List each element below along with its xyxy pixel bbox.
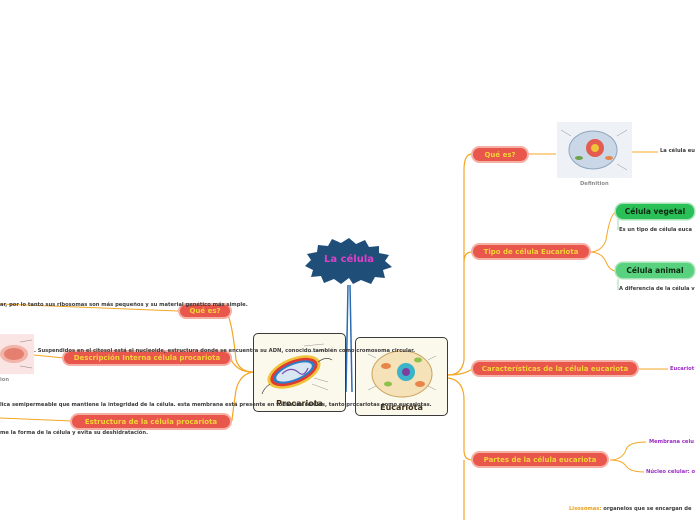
child-eucariota: Eucariot xyxy=(670,366,695,372)
note-que-es-eucariota: La célula eu xyxy=(660,148,695,154)
node-celula-animal[interactable]: Célula animal xyxy=(616,263,694,278)
definition-image xyxy=(557,122,632,178)
note-estructura-procariota: lica semipermeable que mantiene la integ… xyxy=(0,402,432,408)
note-celula-vegetal: Es un tipo de célula euca xyxy=(619,227,692,233)
branch-descripcion-interna[interactable]: Descripción Interna célula procariota xyxy=(64,352,230,364)
procariota-label: Procariota xyxy=(276,399,323,408)
branch-tipo-celula-eucariota[interactable]: Tipo de célula Eucariota xyxy=(473,245,589,258)
lisosomas-text: organelos que se encargan de xyxy=(601,506,692,512)
node-celula-vegetal[interactable]: Célula vegetal xyxy=(616,204,694,219)
branch-que-es-eucariota[interactable]: Qué es? xyxy=(473,148,527,161)
left-thumbnail-image xyxy=(0,334,34,374)
lisosomas-term: Lisosomas: xyxy=(569,506,602,512)
definition-caption: Definition xyxy=(580,181,609,187)
procariota-card[interactable]: Procariota xyxy=(253,333,346,412)
child-nucleo-celular: Núcleo celular: o xyxy=(646,469,696,475)
central-title: La célula xyxy=(323,254,375,265)
note-que-es-procariota: ar, por lo tanto sus ribosomas son más p… xyxy=(0,302,248,308)
procariota-cell-image xyxy=(261,343,333,395)
eucariota-label: Eucariota xyxy=(380,403,423,412)
note-lisosomas: Lisosomas: organelos que se encargan de xyxy=(569,506,692,513)
branch-estructura-procariota[interactable]: Estructura de la célula procariota xyxy=(72,415,230,428)
branch-caracteristicas-eucariota[interactable]: Características de la célula eucariota xyxy=(473,362,637,375)
child-membrana-celular: Membrana celu xyxy=(649,439,694,445)
eucariota-cell-image xyxy=(367,350,437,398)
note-celula-animal: A diferencia de la célula v xyxy=(619,286,695,292)
eucariota-card[interactable]: Eucariota xyxy=(355,337,448,416)
note-descripcion-interna: organismos. Suspendidos en el citosol es… xyxy=(0,348,416,354)
central-node[interactable] xyxy=(303,237,395,285)
left-thumbnail-caption: ion xyxy=(0,377,10,383)
branch-partes-eucariota[interactable]: Partes de la célula eucariota xyxy=(473,453,607,466)
central-star-shape xyxy=(305,238,392,284)
branch-que-es-procariota[interactable]: Qué es? xyxy=(180,305,230,317)
note-estructura-procariota-2: me la forma de la célula y evita su desh… xyxy=(0,430,149,436)
